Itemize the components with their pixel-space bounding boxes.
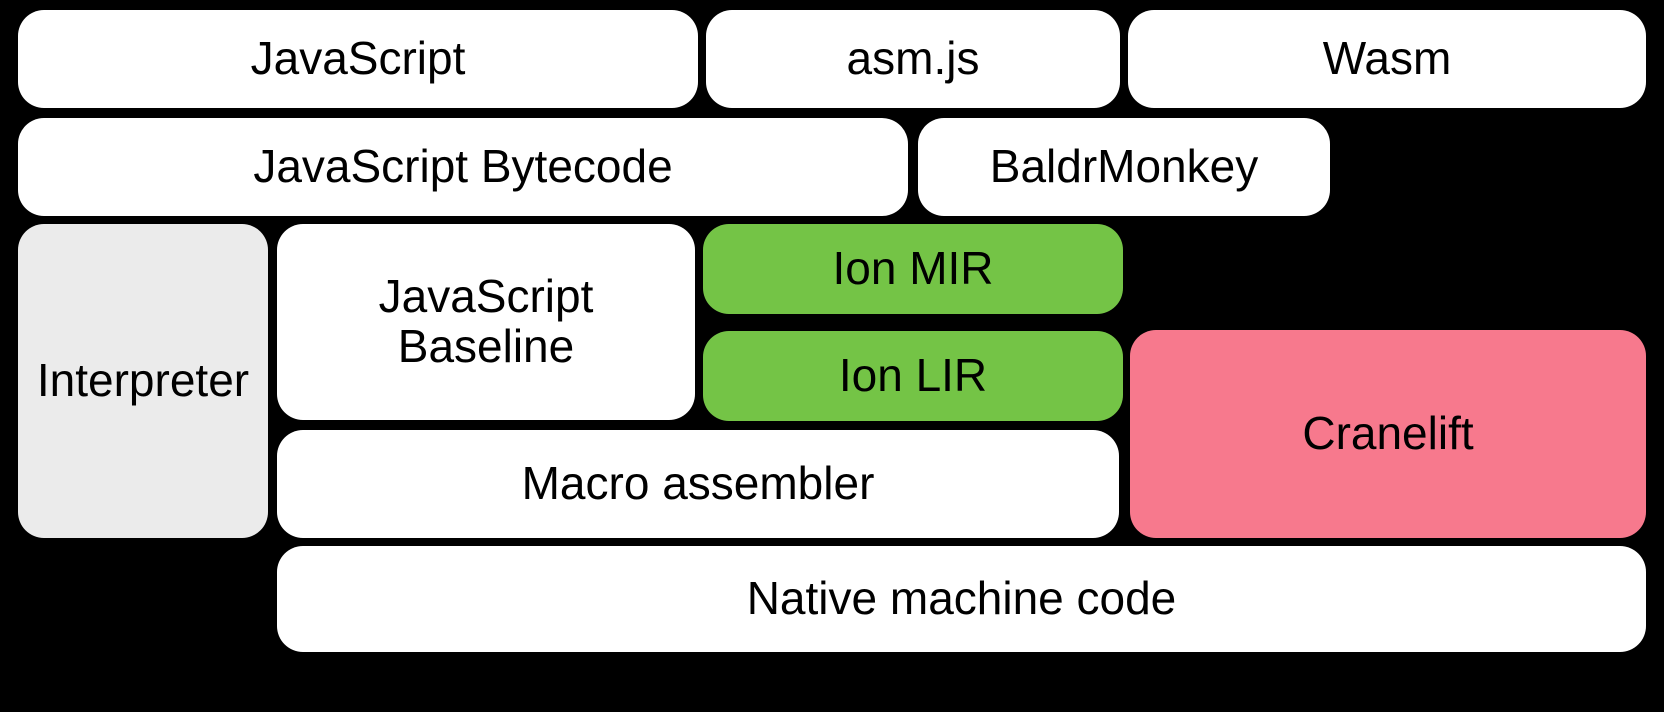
node-wasm: Wasm [1128,10,1646,108]
node-ion-lir: Ion LIR [703,331,1123,421]
node-asmjs: asm.js [706,10,1120,108]
node-interpreter: Interpreter [18,224,268,538]
node-javascript: JavaScript [18,10,698,108]
node-javascript-bytecode: JavaScript Bytecode [18,118,908,216]
node-native-machine-code: Native machine code [277,546,1646,652]
node-cranelift: Cranelift [1130,330,1646,538]
node-javascript-baseline: JavaScript Baseline [277,224,695,420]
node-ion-mir: Ion MIR [703,224,1123,314]
node-macro-assembler: Macro assembler [277,430,1119,538]
node-baldrmonkey: BaldrMonkey [918,118,1330,216]
